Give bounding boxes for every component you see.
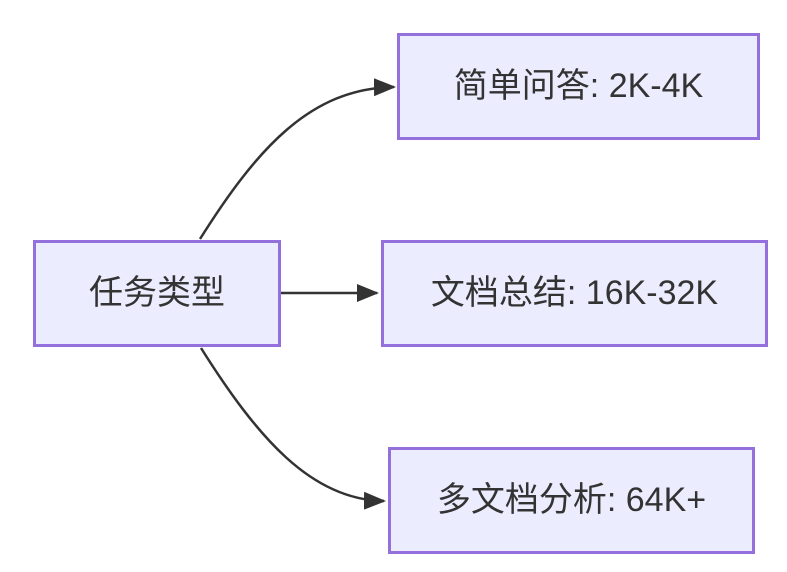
node-multi-doc-analysis: 多文档分析: 64K+ [388, 447, 755, 554]
edge-task-to-simple-qa [198, 78, 396, 240]
node-doc-summary-label: 文档总结: 16K-32K [430, 274, 719, 313]
node-multi-doc-analysis-label: 多文档分析: 64K+ [436, 481, 707, 520]
node-simple-qa: 简单问答: 2K-4K [397, 33, 760, 140]
edge-task-to-multi-doc [199, 347, 386, 510]
node-doc-summary: 文档总结: 16K-32K [381, 240, 768, 347]
node-task-type-label: 任务类型 [89, 274, 225, 313]
node-simple-qa-label: 简单问答: 2K-4K [453, 67, 704, 106]
node-task-type: 任务类型 [33, 240, 281, 347]
